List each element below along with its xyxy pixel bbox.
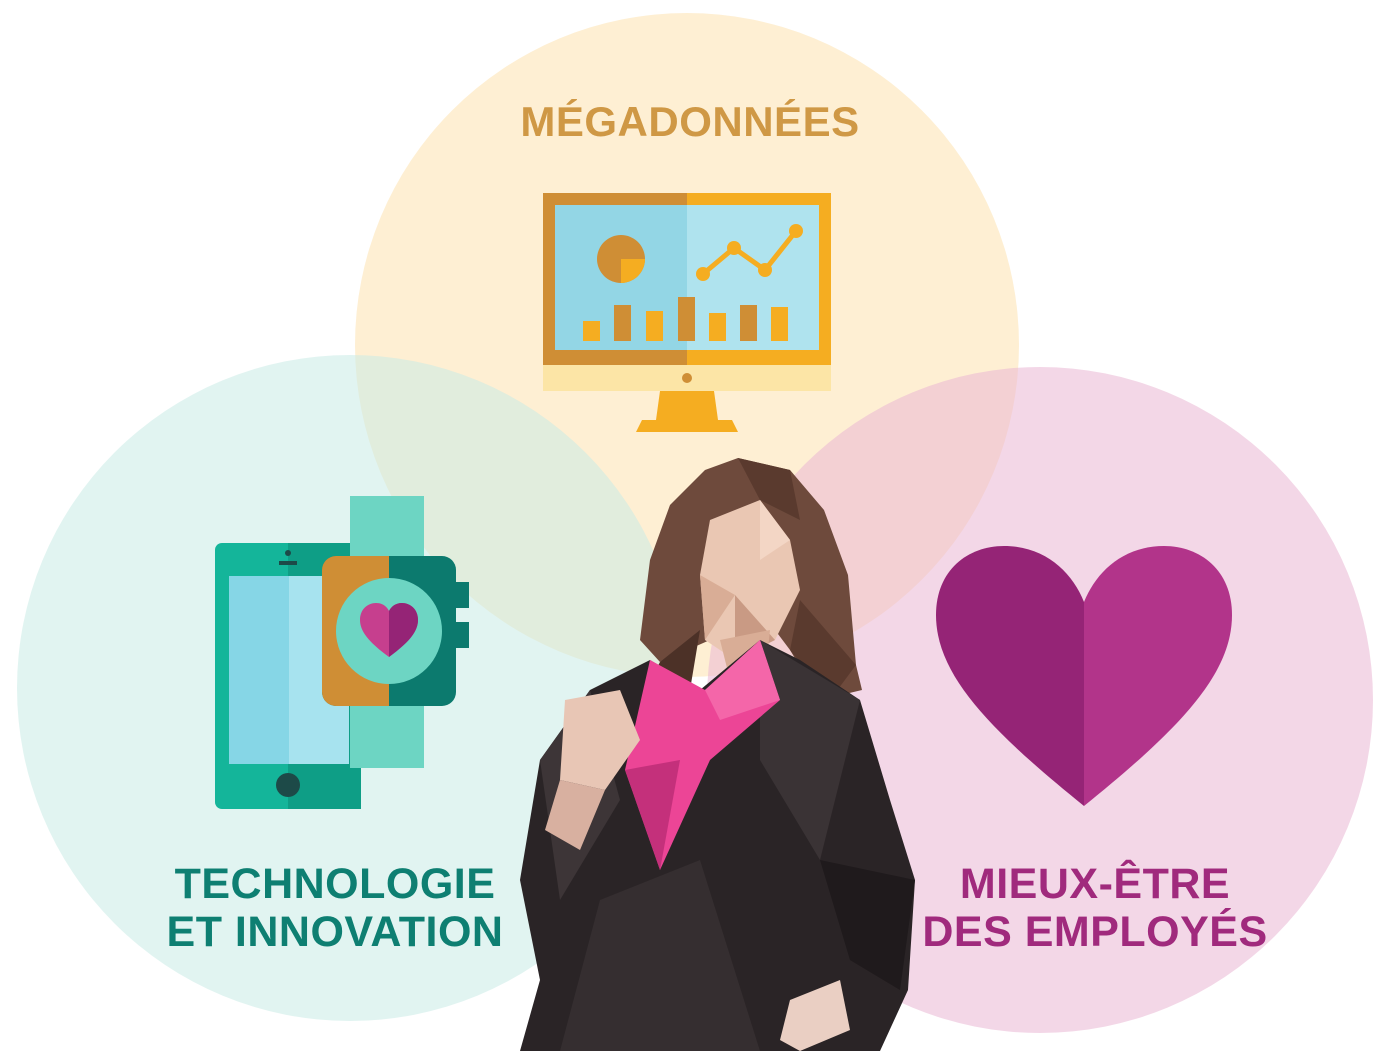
heart-icon: [936, 546, 1232, 806]
polygonal-woman-illustration: [520, 458, 915, 1051]
label-big-data: MÉGADONNÉES: [520, 98, 860, 145]
label-wellness-line-2: DES EMPLOYÉS: [922, 908, 1268, 957]
analytics-monitor-icon: [543, 193, 831, 432]
label-technology-innovation: TECHNOLOGIE ET INNOVATION: [110, 860, 560, 956]
label-tech-line-1: TECHNOLOGIE: [174, 860, 496, 908]
smartphone-smartwatch-icon: [215, 496, 469, 809]
label-tech-line-2: ET INNOVATION: [166, 908, 504, 957]
label-employee-wellness: MIEUX-ÊTRE DES EMPLOYÉS: [895, 860, 1295, 956]
label-wellness-line-1: MIEUX-ÊTRE: [959, 860, 1231, 908]
